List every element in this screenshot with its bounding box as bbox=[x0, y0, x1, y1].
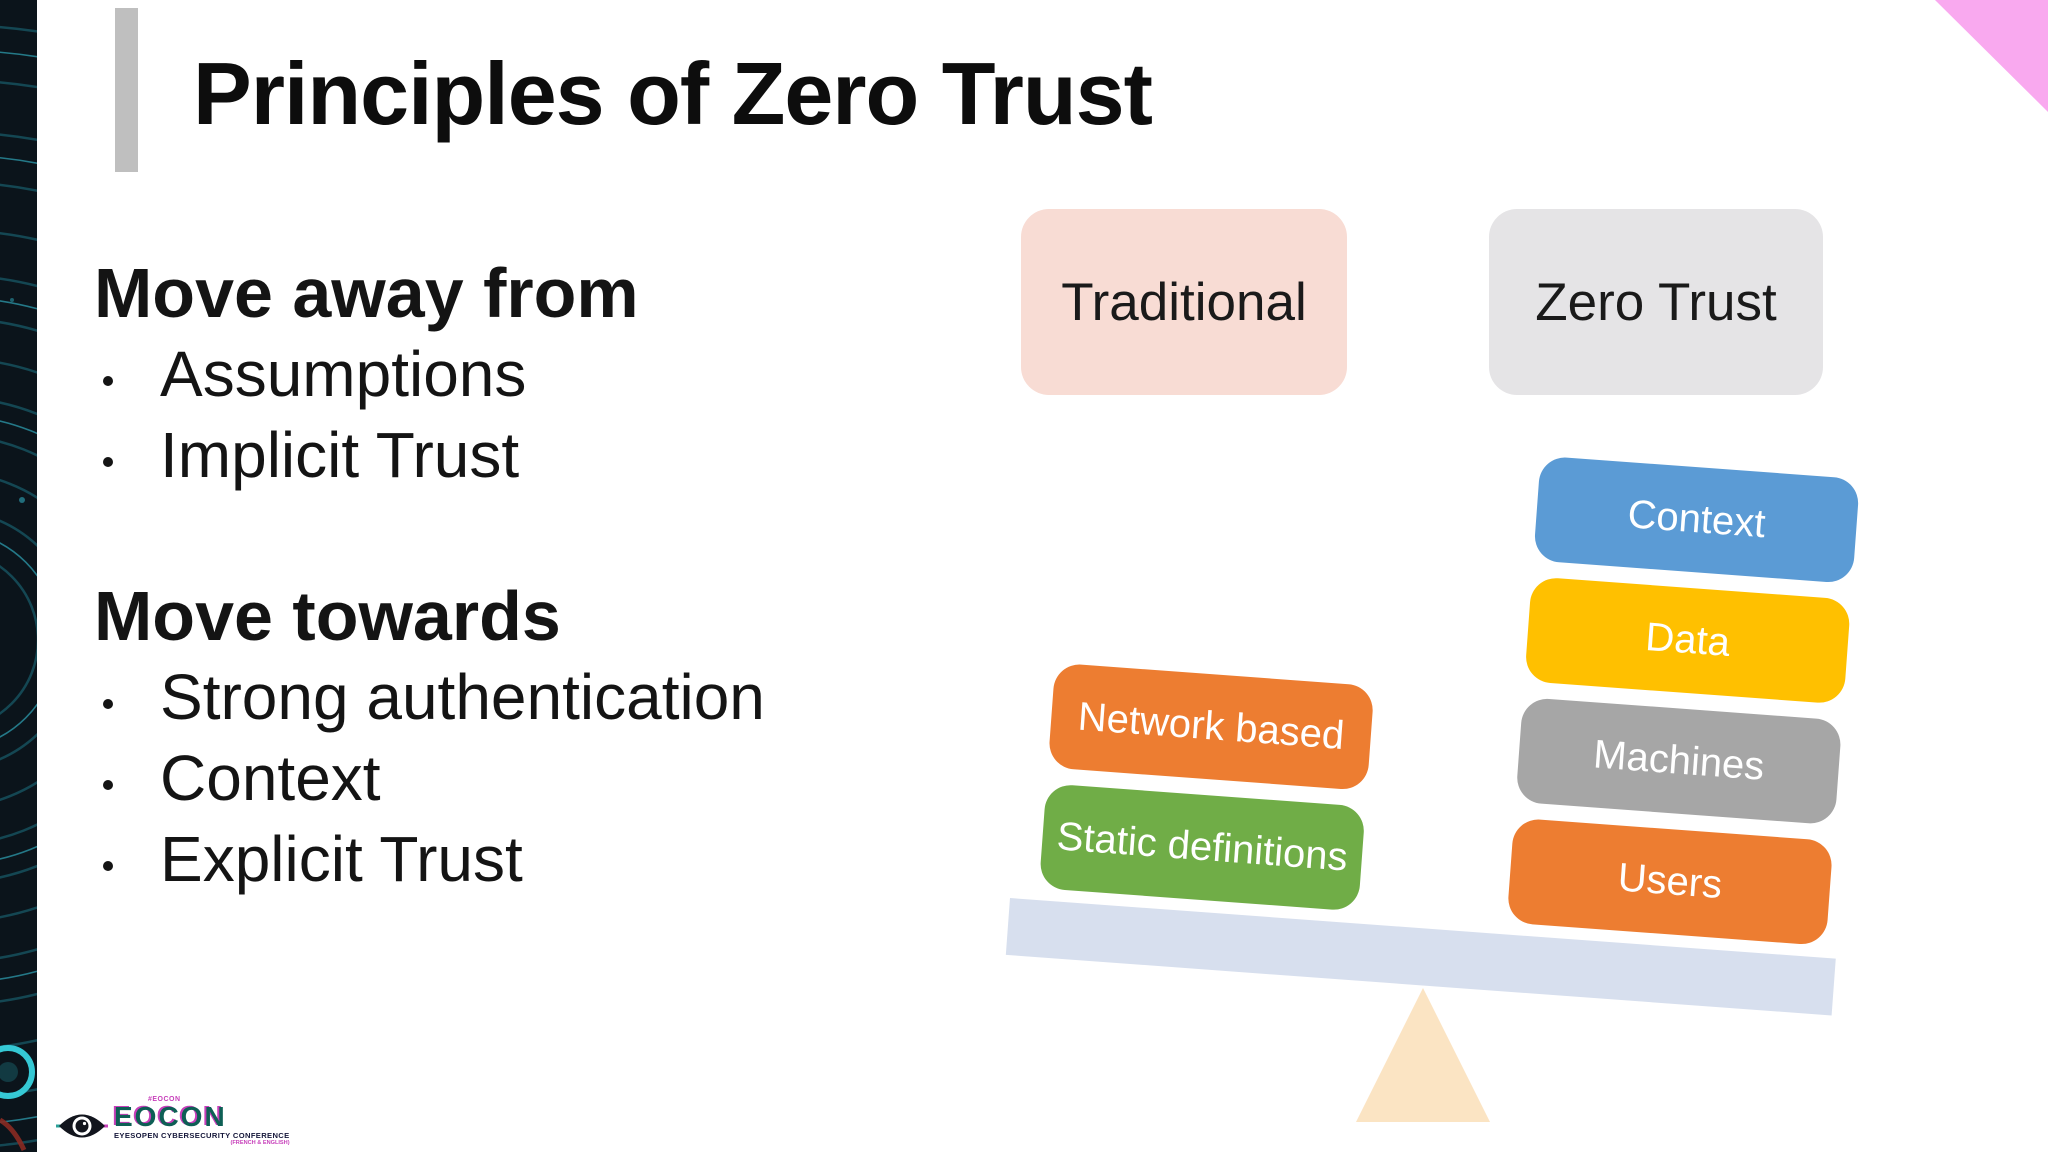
logo-wordmark: EOCON bbox=[114, 1101, 227, 1132]
zero-trust-item-machines: Machines bbox=[1515, 697, 1843, 826]
section-move-towards: Move towards Strong authentication Conte… bbox=[94, 575, 765, 899]
zero-trust-header-box: Zero Trust bbox=[1489, 209, 1823, 395]
logo-tagline: EYESOPEN CYBERSECURITY CONFERENCE bbox=[114, 1131, 290, 1141]
bullet-item: Assumptions bbox=[94, 333, 639, 414]
page-title: Principles of Zero Trust bbox=[193, 44, 1153, 143]
traditional-item-network-based: Network based bbox=[1047, 662, 1375, 791]
bullet-item: Strong authentication bbox=[94, 656, 765, 737]
traditional-item-static-definitions: Static definitions bbox=[1038, 783, 1366, 912]
bullet-item: Context bbox=[94, 737, 765, 818]
section-heading: Move towards bbox=[94, 576, 561, 655]
traditional-header-box: Traditional bbox=[1021, 209, 1347, 395]
corner-decoration bbox=[1935, 0, 2048, 112]
logo-subtag: (FRENCH & ENGLISH) bbox=[230, 1139, 290, 1146]
zero-trust-item-data: Data bbox=[1524, 576, 1852, 705]
eye-icon bbox=[56, 1114, 108, 1138]
left-texture-strip bbox=[0, 0, 37, 1152]
zero-trust-item-users: Users bbox=[1506, 817, 1834, 946]
bullet-item: Explicit Trust bbox=[94, 818, 765, 899]
zero-trust-item-context: Context bbox=[1533, 455, 1860, 584]
bullet-dot-icon bbox=[103, 860, 113, 871]
logo-hashtag: #EOCON bbox=[148, 1096, 181, 1103]
title-accent-bar bbox=[115, 8, 138, 172]
bullet-dot-icon bbox=[103, 698, 113, 709]
section-move-away: Move away from Assumptions Implicit Trus… bbox=[94, 252, 639, 495]
section-heading: Move away from bbox=[94, 253, 639, 332]
bullet-dot-icon bbox=[103, 779, 113, 790]
seesaw-fulcrum-triangle bbox=[1356, 988, 1490, 1122]
bullet-item: Implicit Trust bbox=[94, 414, 639, 495]
eocon-logo: #EOCON EOCON EYESOPEN CYBERSECURITY CONF… bbox=[56, 1096, 290, 1146]
bullet-dot-icon bbox=[103, 456, 113, 467]
bullet-dot-icon bbox=[103, 375, 113, 386]
